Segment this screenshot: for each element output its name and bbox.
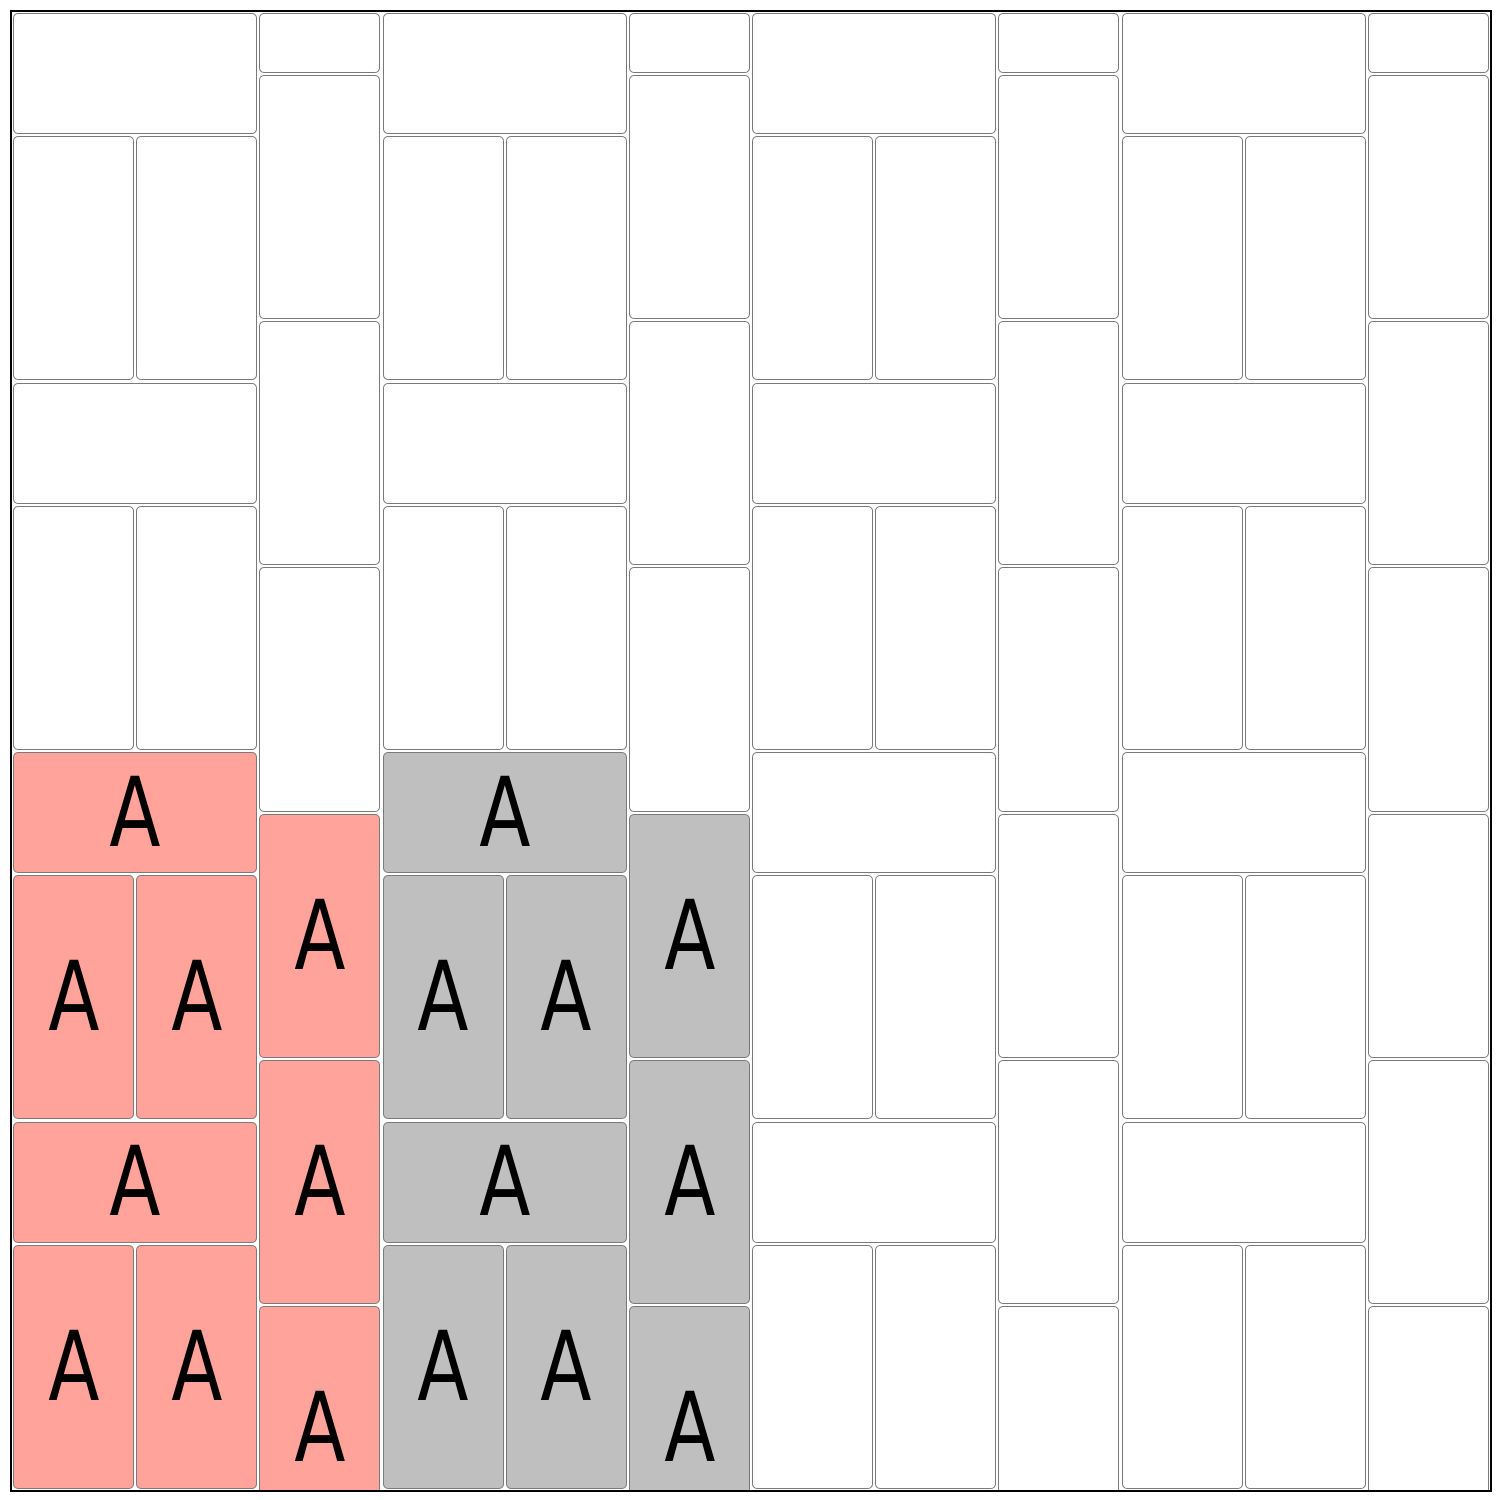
tile-empty[interactable] <box>136 505 258 750</box>
tile-empty[interactable] <box>1121 13 1366 135</box>
tile-empty[interactable] <box>875 1244 997 1489</box>
tile-marked[interactable]: A <box>628 1306 750 1490</box>
tile-label: A <box>479 1126 531 1239</box>
tile-empty[interactable] <box>1367 567 1489 812</box>
tile-label: A <box>417 941 469 1054</box>
tile-empty[interactable] <box>259 74 381 319</box>
tile-empty[interactable] <box>1121 1121 1366 1243</box>
tile-empty[interactable] <box>628 13 750 73</box>
tile-empty[interactable] <box>752 382 997 504</box>
tile-label: A <box>109 1126 161 1239</box>
tile-empty[interactable] <box>998 1306 1120 1490</box>
tile-label: A <box>47 941 100 1054</box>
tile-empty[interactable] <box>505 505 627 750</box>
tile-label: A <box>663 879 716 992</box>
tile-empty[interactable] <box>998 813 1120 1058</box>
tile-label: A <box>171 941 223 1054</box>
tile-marked[interactable]: A <box>382 752 627 874</box>
tile-marked[interactable]: A <box>259 1306 381 1490</box>
tile-empty[interactable] <box>1244 505 1366 750</box>
tile-empty[interactable] <box>259 13 381 73</box>
tile-empty[interactable] <box>752 1244 874 1489</box>
tile-marked[interactable]: A <box>13 752 258 874</box>
tile-empty[interactable] <box>1121 382 1366 504</box>
tile-label: A <box>294 1126 346 1239</box>
tile-empty[interactable] <box>1244 136 1366 381</box>
tile-empty[interactable] <box>1367 320 1489 566</box>
tile-empty[interactable] <box>505 136 627 381</box>
tile-empty[interactable] <box>1367 1306 1489 1490</box>
tile-label: A <box>417 1310 469 1423</box>
tile-empty[interactable] <box>628 320 750 566</box>
tile-label: A <box>47 1310 100 1423</box>
tile-empty[interactable] <box>13 13 258 135</box>
tile-empty[interactable] <box>1121 136 1243 381</box>
tile-marked[interactable]: A <box>628 813 750 1058</box>
tile-empty[interactable] <box>13 136 135 381</box>
tile-label: A <box>294 1372 346 1485</box>
tile-label: A <box>663 1372 716 1485</box>
tile-empty[interactable] <box>875 136 997 381</box>
tile-empty[interactable] <box>1121 505 1243 750</box>
tile-empty[interactable] <box>1121 875 1243 1120</box>
tile-label: A <box>294 879 346 992</box>
tile-empty[interactable] <box>875 875 997 1120</box>
tile-empty[interactable] <box>136 136 258 381</box>
tile-empty[interactable] <box>998 13 1120 73</box>
tile-empty[interactable] <box>382 505 504 750</box>
tile-label: A <box>540 941 592 1054</box>
tile-marked[interactable]: A <box>628 1059 750 1305</box>
tile-label: A <box>171 1310 223 1423</box>
tile-empty[interactable] <box>1244 1244 1366 1489</box>
tile-empty[interactable] <box>382 382 627 504</box>
tile-empty[interactable] <box>259 320 381 566</box>
tile-marked[interactable]: A <box>136 1244 258 1489</box>
tile-empty[interactable] <box>382 13 627 135</box>
tile-empty[interactable] <box>1367 74 1489 319</box>
tile-label: A <box>540 1310 592 1423</box>
tile-empty[interactable] <box>13 505 135 750</box>
tile-marked[interactable]: A <box>382 875 504 1120</box>
tile-label: A <box>109 756 161 869</box>
tile-empty[interactable] <box>628 567 750 812</box>
tile-empty[interactable] <box>752 13 997 135</box>
tile-marked[interactable]: A <box>259 1059 381 1305</box>
tile-empty[interactable] <box>628 74 750 319</box>
tile-empty[interactable] <box>259 567 381 812</box>
tile-empty[interactable] <box>752 505 874 750</box>
tile-label: A <box>479 756 531 869</box>
tile-label: A <box>663 1126 716 1239</box>
tile-marked[interactable]: A <box>382 1121 627 1243</box>
tile-empty[interactable] <box>382 136 504 381</box>
tile-empty[interactable] <box>752 752 997 874</box>
tile-empty[interactable] <box>1367 813 1489 1058</box>
tile-marked[interactable]: A <box>13 1121 258 1243</box>
tile-empty[interactable] <box>998 567 1120 812</box>
tile-empty[interactable] <box>13 382 258 504</box>
tile-marked[interactable]: A <box>259 813 381 1058</box>
tile-marked[interactable]: A <box>505 1244 627 1489</box>
tile-empty[interactable] <box>998 320 1120 566</box>
tile-marked[interactable]: A <box>505 875 627 1120</box>
tile-empty[interactable] <box>998 1059 1120 1305</box>
tile-empty[interactable] <box>752 875 874 1120</box>
tile-marked[interactable]: A <box>13 1244 135 1489</box>
tile-empty[interactable] <box>1367 13 1489 73</box>
tile-empty[interactable] <box>1121 1244 1243 1489</box>
tile-marked[interactable]: A <box>13 875 135 1120</box>
tile-empty[interactable] <box>1244 875 1366 1120</box>
tile-empty[interactable] <box>752 1121 997 1243</box>
tile-empty[interactable] <box>1121 752 1366 874</box>
tile-empty[interactable] <box>998 74 1120 319</box>
tile-marked[interactable]: A <box>136 875 258 1120</box>
tile-empty[interactable] <box>752 136 874 381</box>
tile-empty[interactable] <box>1367 1059 1489 1305</box>
tile-empty[interactable] <box>875 505 997 750</box>
tile-marked[interactable]: A <box>382 1244 504 1489</box>
